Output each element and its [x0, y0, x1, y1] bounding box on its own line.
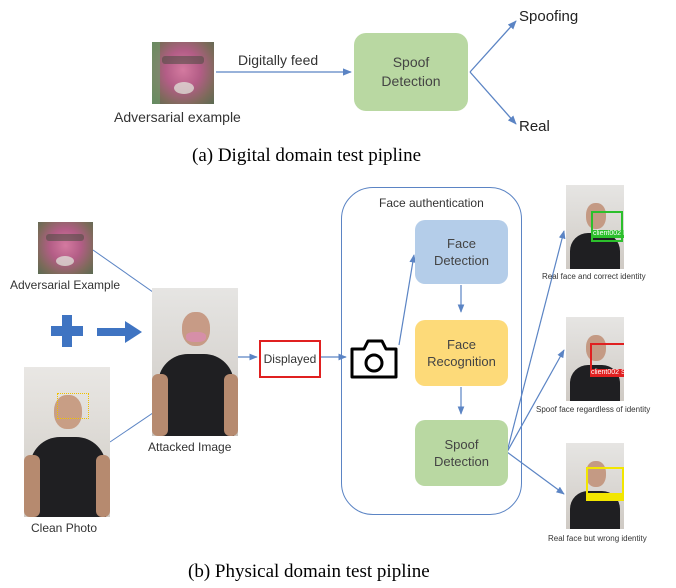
real-output-label: Real	[519, 118, 550, 135]
output-real-correct-label: Real face and correct identity	[542, 272, 646, 281]
face-authentication-title: Face authentication	[379, 196, 484, 210]
digitally-feed-label: Digitally feed	[238, 52, 319, 68]
caption-a: (a) Digital domain test pipline	[192, 145, 422, 166]
output-spoof-image: client002 S	[566, 317, 624, 401]
identity-tag-green: client002 R	[592, 230, 624, 238]
spoof-to-out3-arrow	[506, 451, 565, 495]
spoof-detection-box-top: Spoof Detection	[354, 33, 468, 111]
attacked-image-label: Attacked Image	[148, 440, 232, 454]
adversarial-example-label: Adversarial example	[114, 109, 241, 125]
face-detection-box: Face Detection	[415, 220, 508, 284]
spoofing-output-label: Spoofing	[519, 8, 579, 25]
spoof-to-out1-arrow	[506, 230, 566, 453]
spoof-detection-box-bottom: Spoof Detection	[415, 420, 508, 486]
to-spoofing-arrow	[469, 20, 517, 73]
right-arrow-icon	[97, 321, 142, 343]
camera-to-face-detection-arrow	[398, 254, 417, 346]
clean-photo-image	[24, 367, 110, 517]
face-authentication-container	[341, 187, 522, 515]
output-real-wrong-label: Real face but wrong identity	[548, 534, 647, 543]
face-recognition-box: Face Recognition	[415, 320, 508, 386]
adversarial-example-label-bottom: Adversarial Example	[10, 278, 121, 292]
caption-b: (b) Physical domain test pipline	[188, 561, 430, 582]
adversarial-example-image-small	[38, 222, 93, 274]
clean-photo-label: Clean Photo	[31, 521, 98, 535]
spoof-to-out2-arrow	[506, 349, 565, 453]
plus-icon	[51, 315, 83, 347]
identity-tag-red: client002 S	[590, 369, 624, 377]
to-real-arrow	[469, 71, 517, 125]
displayed-box: Displayed	[259, 340, 321, 378]
camera-icon	[350, 339, 398, 379]
output-real-wrong-image	[566, 443, 624, 529]
output-real-correct-image: client002 R	[566, 185, 624, 269]
output-spoof-label: Spoof face regardless of identity	[536, 405, 651, 414]
adversarial-example-image	[152, 42, 214, 104]
attacked-image	[152, 288, 238, 436]
